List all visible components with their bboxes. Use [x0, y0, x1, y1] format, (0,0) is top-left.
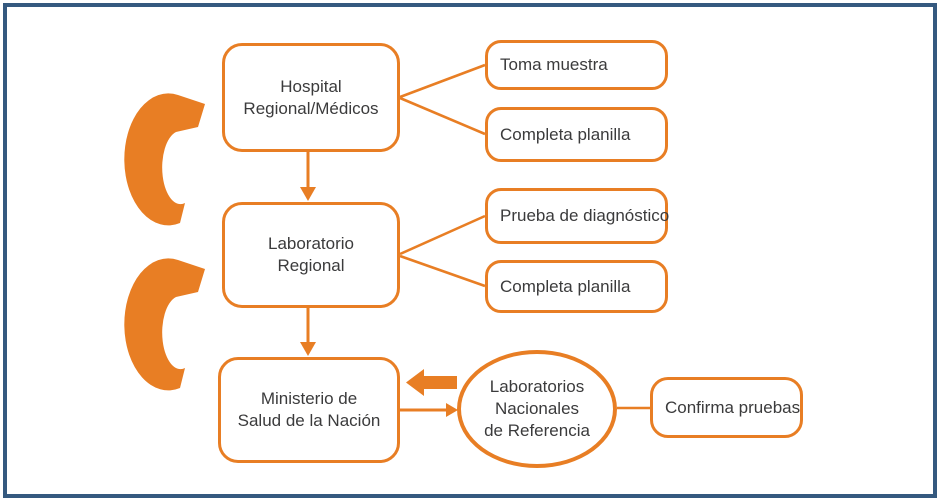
node-laboratorios-nacionales: Laboratorios Nacionales de Referencia	[457, 350, 617, 468]
node-ministerio-salud: Ministerio de Salud de la Nación	[218, 357, 400, 463]
edge-laboratorio-prueba	[399, 214, 486, 256]
edge-hospital-completa1	[399, 96, 486, 136]
node-completa-planilla-2: Completa planilla	[485, 260, 668, 313]
node-toma-muestra: Toma muestra	[485, 40, 668, 90]
arrowhead-down-icon	[300, 187, 316, 201]
node-completa-planilla-1: Completa planilla	[485, 107, 668, 162]
cycle-arrow-icon	[124, 93, 205, 226]
arrowhead-right-icon	[446, 403, 458, 417]
thick-left-arrow-icon	[406, 369, 457, 396]
arrowhead-down-icon	[300, 342, 316, 356]
node-hospital-regional: Hospital Regional/Médicos	[222, 43, 400, 152]
edge-laboratorio-completa2	[399, 254, 486, 288]
node-laboratorio-regional: Laboratorio Regional	[222, 202, 400, 308]
node-prueba-diagnostico: Prueba de diagnóstico	[485, 188, 669, 244]
edge-hospital-toma	[399, 63, 486, 99]
cycle-arrow-icon	[124, 258, 205, 391]
node-confirma-pruebas: Confirma pruebas	[650, 377, 803, 438]
